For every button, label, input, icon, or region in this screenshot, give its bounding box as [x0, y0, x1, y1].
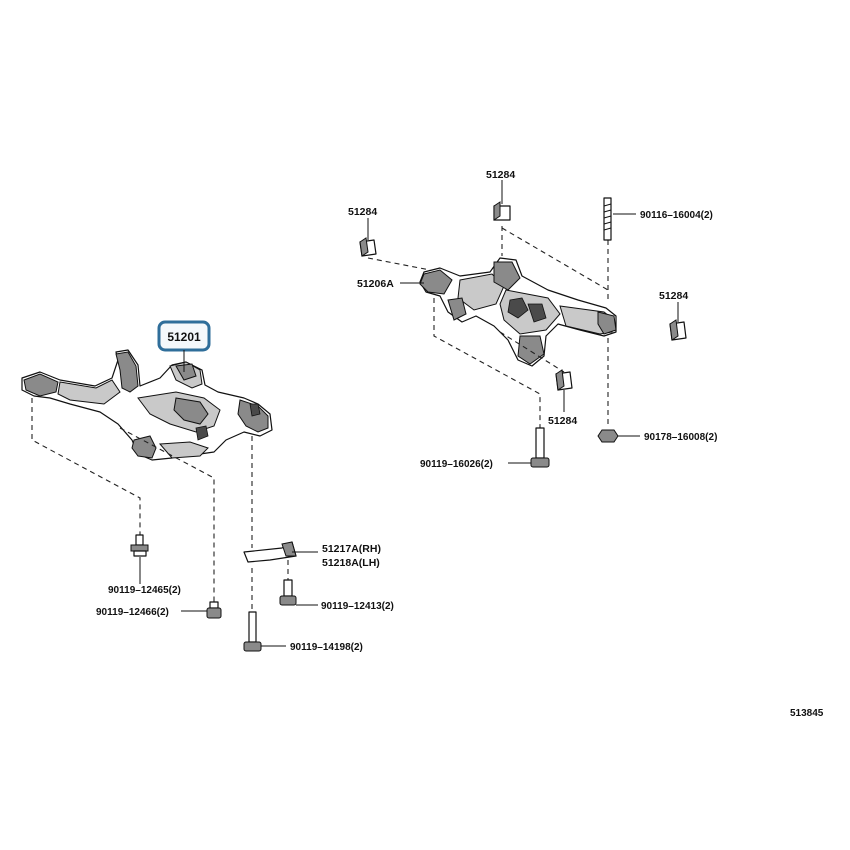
stopper-51284-right[interactable] — [669, 319, 687, 341]
diagram-number: 513845 — [790, 708, 824, 719]
label-nut: 90178–16008(2) — [644, 432, 717, 443]
label-stopper-left: 51284 — [348, 206, 377, 218]
label-bolt-12413: 90119–12413(2) — [321, 601, 394, 612]
label-bolt-12465: 90119–12465(2) — [108, 585, 181, 596]
bolt-14198[interactable] — [243, 611, 262, 652]
rear-crossmember-assembly[interactable] — [419, 257, 617, 367]
bolt-12413[interactable] — [279, 579, 297, 606]
label-brace-lh: 51218A(LH) — [322, 557, 380, 569]
label-brace-rh: 51217A(RH) — [322, 543, 381, 555]
label-stopper-top: 51284 — [486, 169, 515, 181]
bolt-16026[interactable] — [530, 427, 550, 468]
label-stud-bolt: 90116–16004(2) — [640, 210, 713, 221]
label-bolt-16026: 90119–16026(2) — [420, 459, 493, 470]
stopper-51284-top[interactable] — [493, 201, 511, 221]
rear-guides — [367, 226, 609, 428]
front-crossmember-callout[interactable]: 51201 — [157, 320, 211, 372]
label-bolt-12466: 90119–12466(2) — [96, 607, 169, 618]
front-guides — [31, 398, 253, 612]
nut-16008[interactable] — [597, 429, 619, 443]
label-51206a: 51206A — [357, 278, 394, 290]
bolt-12465[interactable] — [130, 534, 149, 557]
label-bolt-14198: 90119–14198(2) — [290, 642, 363, 653]
front-crossmember-assembly[interactable] — [21, 349, 273, 461]
bolt-12466[interactable] — [206, 601, 222, 619]
label-stopper-lower: 51284 — [548, 415, 577, 427]
stud-bolt-16004[interactable] — [603, 197, 612, 241]
label-51201: 51201 — [167, 330, 201, 344]
stopper-51284-lower[interactable] — [555, 369, 573, 391]
stopper-51284-left[interactable] — [359, 237, 377, 257]
label-stopper-right: 51284 — [659, 290, 688, 302]
